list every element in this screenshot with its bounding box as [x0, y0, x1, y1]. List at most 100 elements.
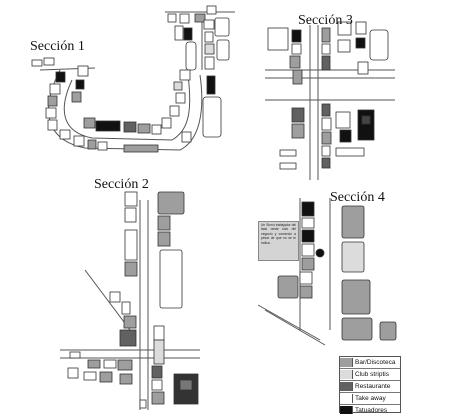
section-2-map: [60, 200, 200, 410]
venue: [203, 19, 215, 30]
venue: [301, 229, 315, 243]
venue: [124, 191, 138, 207]
venue: [335, 147, 365, 157]
venue: [301, 243, 315, 257]
venue: [151, 379, 163, 391]
venue: [379, 321, 397, 341]
venue: [139, 399, 147, 409]
section-4-venues: [277, 201, 397, 341]
venue: [83, 117, 96, 129]
venue: [335, 111, 351, 129]
venue: [109, 291, 121, 303]
legend-item-bar: Bar/Discoteca: [340, 357, 400, 369]
section-3-title: Sección 3: [298, 13, 353, 28]
venue: [337, 21, 352, 36]
legend-label-club: Club striptis: [355, 371, 389, 378]
section-3-venues: [267, 21, 389, 170]
legend-swatch-tattoo: [340, 406, 353, 414]
section-4-title: Sección 4: [330, 190, 385, 205]
venue: [124, 207, 137, 223]
legend-swatch-club: [340, 370, 353, 379]
venue: [341, 317, 373, 341]
venue: [321, 27, 331, 43]
section-4-diagonal-b: [264, 309, 326, 346]
venue: [123, 121, 137, 133]
legend-label-bar: Bar/Discoteca: [355, 359, 396, 366]
venue: [321, 43, 331, 55]
venue: [71, 91, 82, 103]
annotation-note: Un Sinnú trabajador del lado oeste sólo …: [258, 221, 299, 261]
venue: [337, 39, 351, 53]
venue: [214, 17, 230, 37]
venue: [202, 96, 222, 138]
venue: [301, 201, 315, 217]
venue: [151, 124, 162, 135]
venue: [119, 373, 133, 385]
venue: [67, 367, 79, 379]
venue: [123, 144, 159, 153]
legend-swatch-restaurant: [340, 382, 353, 391]
section-4-diagonal: [257, 304, 321, 341]
venue: [169, 105, 180, 117]
venue: [299, 271, 313, 285]
venue: [153, 325, 165, 341]
venue: [181, 131, 192, 143]
venue: [321, 103, 331, 117]
venue: [339, 129, 352, 143]
venue: [161, 117, 172, 129]
section-1-street-inner: [63, 74, 191, 141]
venue: [69, 351, 81, 359]
venue: [369, 29, 389, 61]
venue: [124, 261, 138, 277]
venue: [291, 43, 302, 55]
venue: [99, 371, 113, 383]
section-2-diagonal: [84, 269, 131, 331]
venue: [173, 81, 183, 91]
venue: [341, 205, 365, 239]
venue: [87, 139, 97, 150]
venue: [73, 135, 85, 147]
venue-photo: [357, 109, 375, 141]
venue: [321, 145, 331, 157]
venue: [83, 371, 97, 381]
venue: [179, 13, 190, 24]
venue: [204, 56, 215, 70]
venue: [321, 131, 332, 145]
venue: [291, 29, 302, 43]
venue: [47, 119, 58, 131]
venue: [159, 249, 183, 309]
venue: [183, 27, 193, 41]
venue: [279, 149, 297, 157]
venue: [47, 95, 58, 107]
legend-item-takeaway: Take away: [340, 393, 400, 405]
venue: [43, 57, 55, 66]
legend-label-takeaway: Take away: [355, 395, 386, 402]
venue: [289, 55, 301, 69]
section-4-map: [257, 198, 331, 346]
venue-photo-detail: [179, 379, 193, 391]
marker-icon: [315, 248, 325, 258]
venue: [175, 92, 186, 104]
venue: [137, 123, 151, 134]
section-2-title: Sección 2: [94, 177, 149, 192]
venue: [341, 279, 371, 315]
legend-swatch-bar: [340, 358, 353, 367]
venue: [341, 241, 365, 273]
venue: [157, 191, 185, 215]
venue: [49, 83, 61, 95]
legend-label-restaurant: Restaurante: [355, 383, 391, 390]
venue: [31, 59, 43, 67]
venue: [185, 41, 197, 71]
venue: [267, 27, 289, 51]
venue: [206, 5, 217, 15]
legend-swatch-takeaway: [340, 394, 353, 403]
venue: [355, 37, 366, 49]
venue: [279, 162, 297, 170]
legend-item-tattoo: Tatuadores: [340, 405, 400, 414]
venue: [55, 71, 66, 83]
section-1-title: Sección 1: [30, 39, 85, 54]
venue: [355, 21, 367, 35]
legend-item-club: Club striptis: [340, 369, 400, 381]
venue: [123, 315, 137, 329]
